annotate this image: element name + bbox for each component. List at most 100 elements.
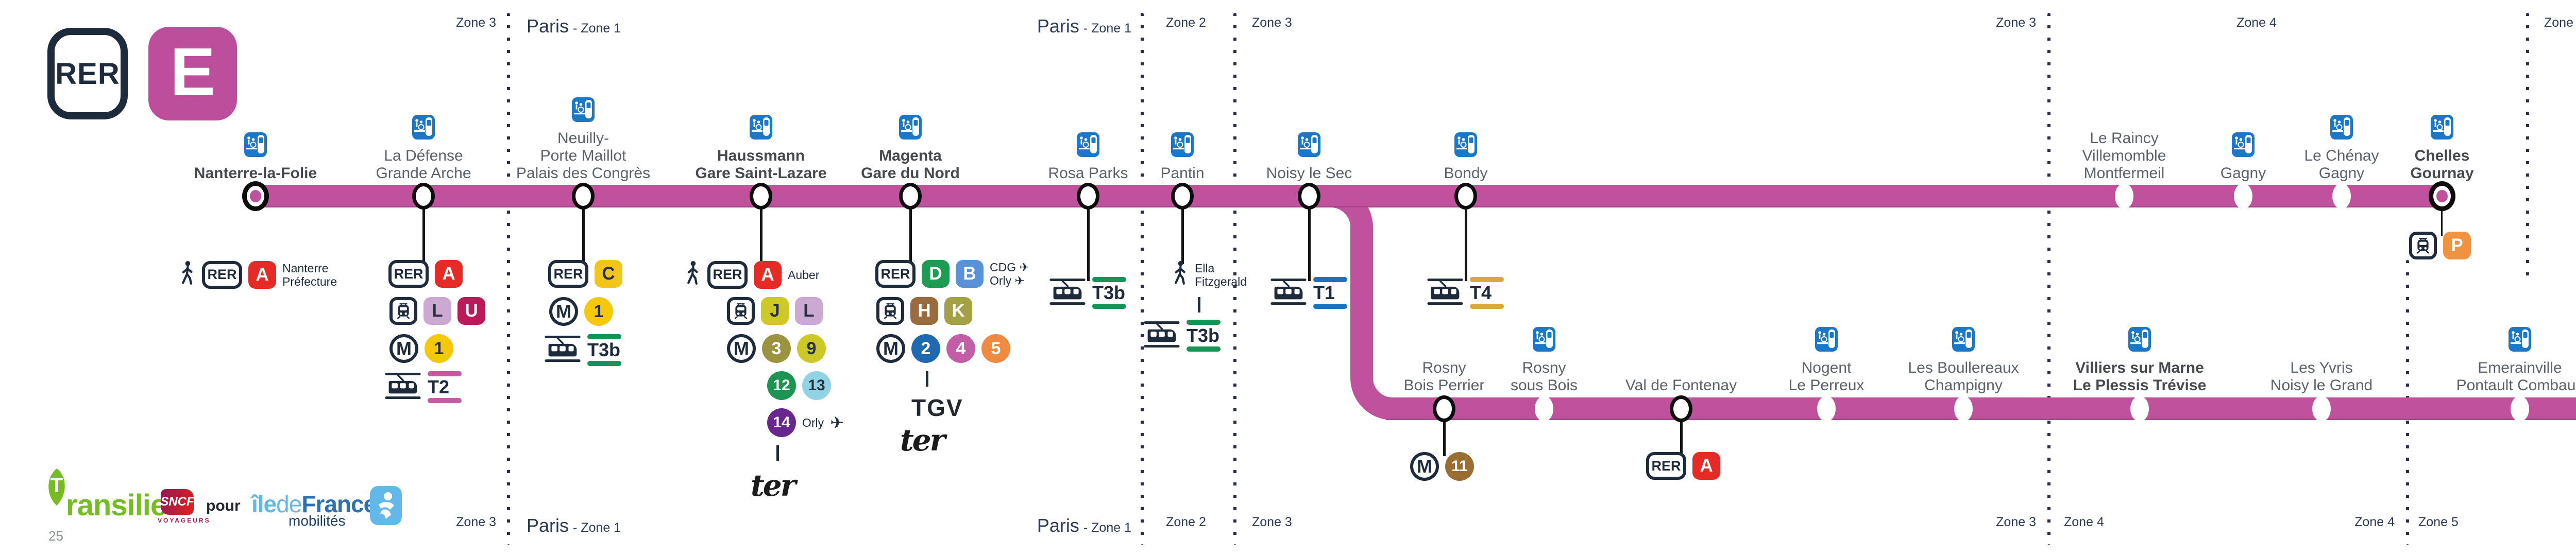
zone-label-text: Zone 3 (456, 515, 496, 529)
zone-label: Zone 3 (456, 515, 496, 530)
zone-label: Zone 3 (1252, 515, 1292, 530)
tram-color-bar (428, 371, 462, 376)
station-name-line: Gare du Nord (861, 165, 960, 182)
zone-label: Zone 3 (456, 15, 496, 30)
station-name-line: Gagny (2220, 165, 2266, 182)
train-icon (876, 297, 904, 325)
zone-label: Paris- Zone 1 (1037, 15, 1131, 37)
tram-line-label: T2 (428, 376, 450, 397)
zone-label-text: Zone 2 (1166, 515, 1206, 529)
tram-line-T4: T4 (1470, 277, 1504, 309)
metro-logo-badge: M (727, 334, 756, 363)
connection-note: CDG ✈Orly ✈ (990, 260, 1029, 287)
station-name-line: Porte Maillot (540, 147, 626, 164)
station-name-line: sous Bois (1510, 377, 1578, 394)
tram-color-bar (1470, 304, 1504, 309)
zone-label: Zone 2 (1166, 15, 1206, 30)
tram-color-bar (428, 398, 462, 403)
station-marker-dot (2312, 396, 2331, 422)
zone-label: Paris- Zone 1 (527, 515, 621, 536)
station-name-line: Chelles (2414, 147, 2470, 164)
station-marker-ring (750, 183, 772, 210)
sncf-logo-text: SNCF (160, 495, 194, 509)
zone-label: Zone 4 (2064, 515, 2104, 530)
station-marker-ring (572, 183, 595, 210)
accessibility-icon (1171, 132, 1194, 160)
station-name-line: Montfermeil (2083, 165, 2165, 182)
metro-line-badge-1: 1 (425, 334, 453, 363)
zone-label: Zone 5 (2544, 15, 2576, 30)
zone-label: Paris- Zone 1 (1037, 515, 1131, 536)
station-name-roissy-en-brie: Roissyen Brie (2487, 359, 2576, 394)
station-stem (1680, 421, 1683, 456)
accessibility-icon (1298, 132, 1320, 160)
line-e-badge: E (148, 27, 237, 120)
transilien-leaf-icon: T (48, 468, 65, 506)
tram-color-bar (1313, 277, 1347, 282)
connection-row: T1 (1270, 277, 1347, 309)
station-name-line: Les Boullereaux (1908, 359, 2019, 376)
airport-plane-icon: ✈ (830, 413, 844, 432)
zone-separator-line (1141, 13, 1144, 545)
station-name-nanterre-la-folie: Nanterre-la-Folie (80, 165, 431, 182)
rer-logo: RER (47, 28, 128, 119)
tram-line-T1: T1 (1313, 277, 1347, 309)
station-marker-ring (412, 183, 435, 210)
station-marker-dot (2511, 396, 2529, 422)
zone-separator-line (507, 13, 510, 545)
metro-line-badge-14: 14 (767, 408, 796, 437)
station-name-line: Noisy le Grand (2270, 377, 2373, 394)
idf-de: de (276, 491, 302, 517)
zone-label: Zone 4 (2236, 15, 2277, 30)
station-stem (1087, 208, 1090, 281)
pour-label: pour (206, 497, 241, 514)
tram-line-T3b: T3b (587, 334, 621, 366)
metro-logo-badge: M (389, 334, 418, 363)
zone-label-text: Zone 3 (456, 15, 496, 30)
accessibility-icon (899, 115, 922, 142)
walk-icon (684, 260, 701, 289)
station-name-rosa-parks: Rosa Parks (913, 165, 1263, 182)
tram-icon (544, 335, 581, 366)
zone-separator-line (2047, 13, 2050, 545)
line-badge-D: D (922, 260, 950, 288)
page-number: 25 (48, 528, 63, 544)
connection-row: T3b (1143, 320, 1221, 352)
rer-logo-badge: RER (202, 260, 242, 289)
tram-color-bar (1187, 320, 1221, 325)
tram-line-T3b: T3b (1187, 320, 1221, 352)
station-marker-terminus (2429, 181, 2455, 211)
station-name-line: Nogent (1801, 359, 1852, 376)
zone-separator-line (1233, 13, 1236, 545)
metro-line-badge-1: 1 (584, 297, 613, 326)
station-stem (1308, 208, 1311, 281)
station-name-noisy-le-sec: Noisy le Sec (1134, 165, 1484, 182)
svg-text:T: T (50, 474, 63, 497)
connection-row (776, 445, 779, 461)
line-band-lower (1386, 397, 2576, 420)
connection-row: T2 (384, 371, 462, 403)
accessibility-icon (2330, 115, 2353, 142)
station-name-line: Villemomble (2082, 147, 2166, 164)
station-name-line: Bondy (1444, 165, 1488, 182)
station-marker-ring (1454, 183, 1477, 210)
rer-logo-badge: RER (707, 260, 748, 289)
tram-color-bar (1092, 277, 1126, 282)
station-name-line: Grande Arche (376, 165, 471, 182)
accessibility-icon (2232, 132, 2255, 160)
